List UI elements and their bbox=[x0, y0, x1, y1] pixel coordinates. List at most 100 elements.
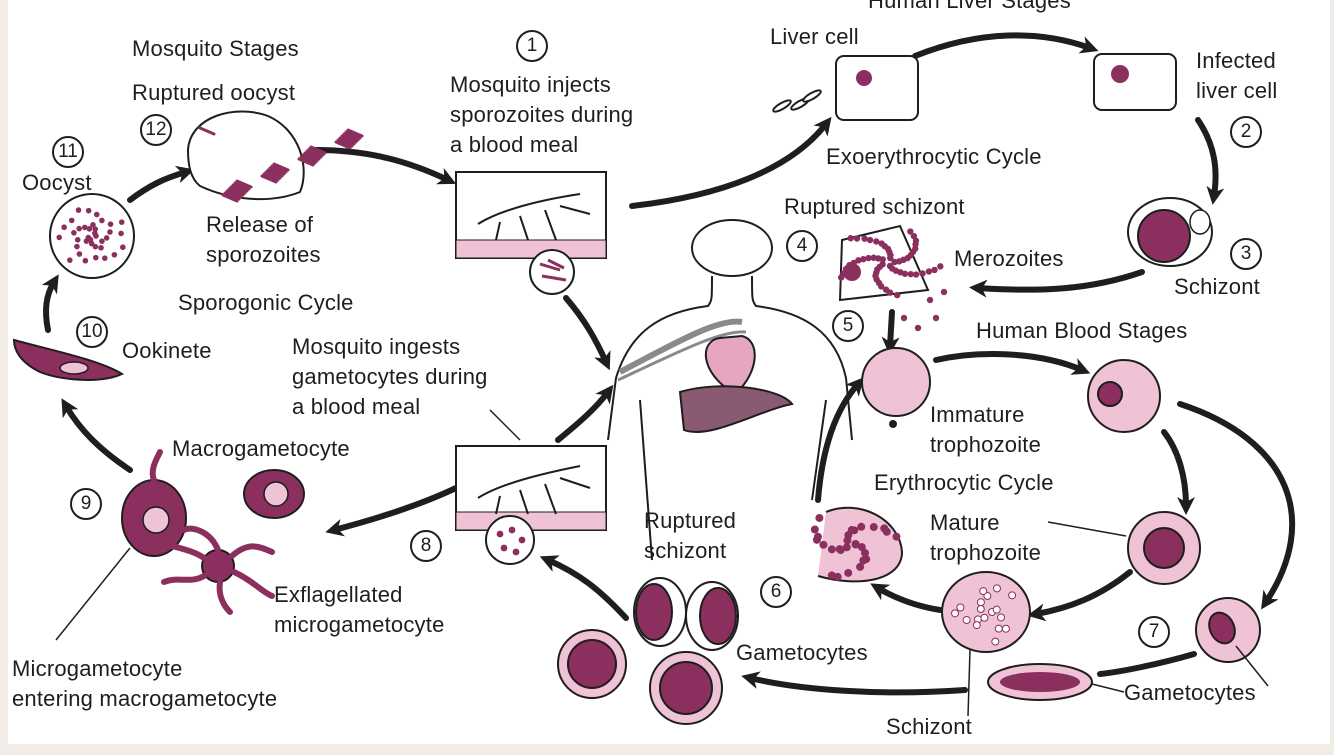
mature-trophozoite-pointer bbox=[1047, 521, 1127, 537]
immature-trophozoite-ring bbox=[1097, 381, 1123, 407]
step-1-number: 1 bbox=[516, 30, 548, 62]
ookinete-nucleus bbox=[59, 361, 89, 375]
human-figure bbox=[607, 219, 853, 561]
label-liver-cell: Liver cell bbox=[770, 24, 859, 49]
arrow-mosquito-to-liver bbox=[629, 116, 832, 209]
step-2-number: 2 bbox=[1230, 116, 1262, 148]
label-human-liver-stages: Human Liver Stages bbox=[868, 0, 1071, 13]
arrow-immature-to-gametocyte bbox=[1177, 401, 1296, 610]
gametocyte-crescent-pointer bbox=[1091, 683, 1125, 693]
label-sporogonic-cycle: Sporogonic Cycle bbox=[178, 290, 354, 315]
label-mosquito-ingests: Mosquito ingests gametocytes during a bl… bbox=[292, 334, 488, 419]
step-3-number: 3 bbox=[1230, 238, 1262, 270]
step-4-number: 4 bbox=[786, 230, 818, 262]
arrow-liver-to-infected bbox=[912, 32, 1099, 59]
exflagellated-microgametocyte bbox=[157, 525, 275, 615]
red-blood-cell bbox=[861, 347, 931, 417]
arrow-immature-to-mature bbox=[1161, 429, 1195, 515]
liver-cell bbox=[835, 55, 919, 121]
oocyst-sporozoites bbox=[198, 126, 364, 203]
microgamete-tail bbox=[149, 449, 163, 483]
blood-schizont-pointer bbox=[967, 649, 971, 717]
arrow-to-gametocytes bbox=[741, 671, 968, 696]
sporozoites-free bbox=[772, 89, 822, 113]
human-head bbox=[691, 219, 773, 277]
label-mosquito-injects: Mosquito injects sporozoites during a bl… bbox=[450, 72, 634, 157]
step-11-number: 11 bbox=[52, 136, 84, 168]
merozoite-cloud bbox=[837, 228, 948, 332]
label-ruptured-schizont-top: Ruptured schizont bbox=[784, 194, 965, 219]
human-left-side bbox=[639, 399, 653, 561]
label-immature-trophozoite: Immature trophozoite bbox=[930, 402, 1042, 457]
infected-liver-cell-parasite bbox=[1111, 65, 1129, 83]
sporozoites-circle bbox=[529, 249, 575, 295]
arrow-oocyst-to-ruptured bbox=[127, 165, 195, 203]
human-vessel-2 bbox=[617, 330, 747, 382]
mosquito-ingest-pointer bbox=[489, 409, 521, 441]
mosquito-panel-bottom bbox=[455, 409, 607, 565]
label-schizont-3: Schizont bbox=[1174, 274, 1260, 299]
arrow-mature-to-schizont bbox=[1027, 569, 1133, 622]
arrow-gametocyte-line bbox=[1097, 651, 1197, 677]
human-liver bbox=[678, 385, 794, 433]
arrow-schizont-to-merozoites bbox=[969, 269, 1145, 298]
label-exflagellated-microgametocyte: Exflagellated microgametocyte bbox=[274, 582, 445, 637]
label-human-blood-stages: Human Blood Stages bbox=[976, 318, 1188, 343]
zygote-nucleus bbox=[142, 506, 170, 534]
arrow-ruptured-to-mosquito bbox=[313, 147, 457, 185]
label-release-of-sporozoites: Release of sporozoites bbox=[206, 212, 321, 267]
gametocyte-crescent bbox=[1000, 672, 1080, 692]
oocyst-dots bbox=[56, 207, 126, 264]
blood-merozoites bbox=[810, 513, 1017, 646]
arrow-schizont-to-ruptured bbox=[870, 583, 943, 613]
label-ruptured-oocyst: Ruptured oocyst bbox=[132, 80, 296, 105]
cycle-arrows bbox=[41, 32, 1296, 696]
arrow-ookinete-to-oocyst bbox=[41, 274, 59, 333]
label-erythrocytic-cycle: Erythrocytic Cycle bbox=[874, 470, 1054, 495]
step-6-number: 6 bbox=[760, 576, 792, 608]
human-right-side bbox=[811, 399, 827, 501]
mosquito-panel-top-skin bbox=[455, 239, 607, 259]
arrow-merozoites-to-rbc bbox=[881, 309, 900, 355]
arrow-mosquito-to-human bbox=[563, 295, 611, 371]
mature-trophozoite-parasite bbox=[1143, 527, 1185, 569]
arrow-infected-to-schizont bbox=[1195, 117, 1225, 205]
human-right-shoulder bbox=[751, 275, 853, 441]
label-exoerythrocytic-cycle: Exoerythrocytic Cycle bbox=[826, 144, 1042, 169]
label-oocyst: Oocyst bbox=[22, 170, 92, 195]
label-mosquito-stages: Mosquito Stages bbox=[132, 36, 299, 61]
arrow-zygote-to-ookinete bbox=[61, 398, 133, 473]
arrow-gametocytes-to-mosquito bbox=[539, 555, 629, 621]
liver-cell-nucleus bbox=[856, 70, 872, 86]
arrow-ruptured-to-rbc bbox=[815, 377, 864, 503]
step-10-number: 10 bbox=[76, 316, 108, 348]
macrogametocyte-nucleus bbox=[263, 481, 289, 507]
infected-liver-cell bbox=[1093, 53, 1177, 111]
mosquito-panel-top bbox=[455, 171, 607, 295]
mosquito-bottom-body bbox=[477, 465, 591, 515]
human-left-shoulder bbox=[607, 275, 713, 441]
immature-trophozoite-cell bbox=[1087, 359, 1161, 433]
step-9-number: 9 bbox=[70, 488, 102, 520]
arrow-human-to-mosquito bbox=[555, 384, 614, 443]
label-gametocytes-bottom: Gametocytes bbox=[736, 640, 868, 665]
human-vessel bbox=[618, 318, 743, 375]
step-12-number: 12 bbox=[140, 114, 172, 146]
sporozoites-small bbox=[539, 258, 567, 282]
label-infected-liver-cell: Infected liver cell bbox=[1196, 48, 1278, 103]
step-8-number: 8 bbox=[410, 530, 442, 562]
label-ruptured-schizont-6: Ruptured schizont bbox=[644, 508, 737, 563]
gametocyte-round bbox=[1208, 611, 1236, 645]
arrow-mosquito-to-gametes bbox=[325, 485, 459, 537]
label-ookinete: Ookinete bbox=[122, 338, 212, 363]
label-mature-trophozoite: Mature trophozoite bbox=[930, 510, 1042, 565]
label-gametocytes-7: Gametocytes bbox=[1124, 680, 1256, 705]
liver-schizont-nucleus bbox=[1189, 209, 1211, 235]
label-microgametocyte-entering: Microgametocyte entering macrogametocyte bbox=[12, 656, 278, 711]
label-macrogametocyte: Macrogametocyte bbox=[172, 436, 350, 461]
gametocyte-pointer bbox=[1235, 645, 1269, 687]
gametocytes-ingested-circle bbox=[485, 515, 535, 565]
liver-schizont bbox=[1137, 209, 1191, 263]
